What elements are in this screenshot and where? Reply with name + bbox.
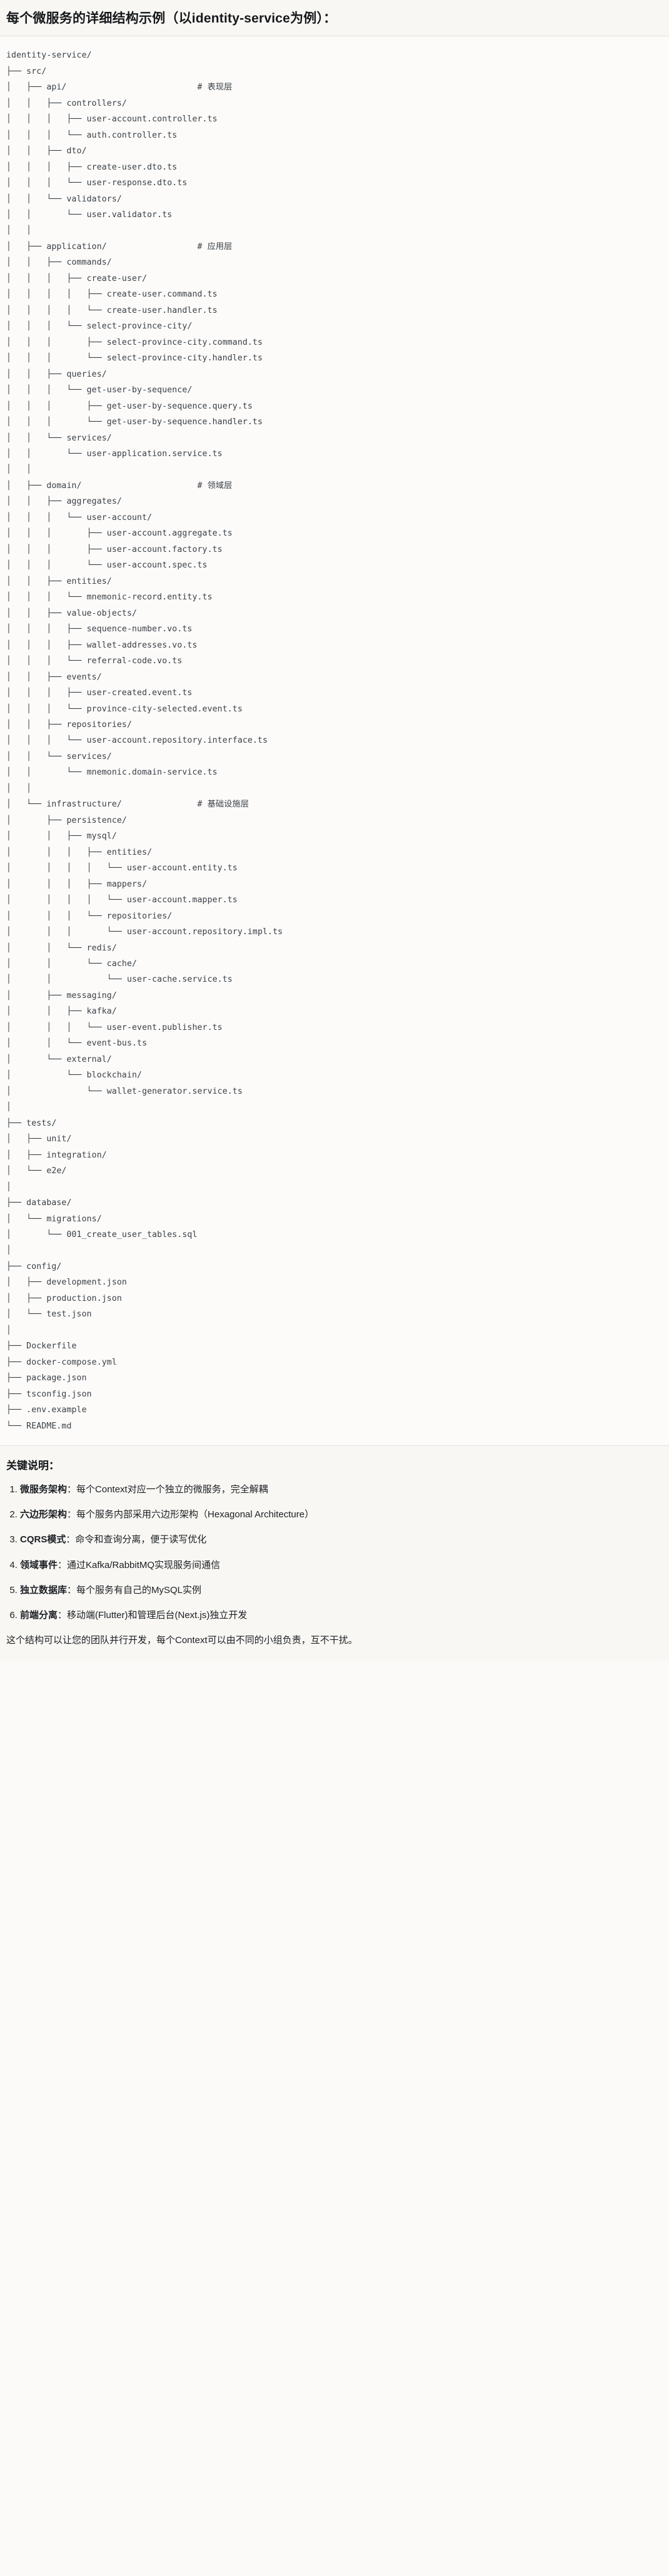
note-term: 六边形架构 [20,1509,68,1520]
list-item: 独立数据库：每个服务有自己的MySQL实例 [20,1583,663,1597]
key-notes-heading: 关键说明： [6,1460,59,1472]
note-term: 领域事件 [20,1559,58,1571]
note-text: ：每个服务有自己的MySQL实例 [67,1584,202,1596]
list-item: 领域事件：通过Kafka/RabbitMQ实现服务间通信 [20,1558,663,1572]
title-section: 每个微服务的详细结构示例（以identity-service为例）： [0,0,669,37]
note-term: 独立数据库 [20,1584,68,1596]
closing-note: 这个结构可以让您的团队并行开发，每个Context可以由不同的小组负责，互不干扰… [6,1635,358,1646]
page-title: 每个微服务的详细结构示例（以identity-service为例）： [6,11,337,26]
note-text: ：命令和查询分离，便于读写优化 [66,1534,207,1545]
list-item: CQRS模式：命令和查询分离，便于读写优化 [20,1532,663,1547]
note-text: ：每个Context对应一个独立的微服务，完全解耦 [67,1484,268,1495]
note-text: ：移动端(Flutter)和管理后台(Next.js)独立开发 [58,1610,248,1621]
note-text: ：每个服务内部采用六边形架构（Hexagonal Architecture） [67,1509,314,1520]
list-item: 六边形架构：每个服务内部采用六边形架构（Hexagonal Architectu… [20,1507,663,1522]
list-item: 微服务架构：每个Context对应一个独立的微服务，完全解耦 [20,1482,663,1497]
note-text: ：通过Kafka/RabbitMQ实现服务间通信 [58,1559,221,1571]
list-item: 前端分离：移动端(Flutter)和管理后台(Next.js)独立开发 [20,1608,663,1622]
note-term: 前端分离 [20,1610,58,1621]
key-notes-list: 微服务架构：每个Context对应一个独立的微服务，完全解耦 六边形架构：每个服… [6,1482,663,1623]
directory-tree: identity-service/ ├── src/ │ ├── api/ # … [6,51,283,1431]
document-page: 每个微服务的详细结构示例（以identity-service为例）： ident… [0,0,669,1661]
key-notes-section: 关键说明： 微服务架构：每个Context对应一个独立的微服务，完全解耦 六边形… [0,1446,669,1661]
directory-tree-section: identity-service/ ├── src/ │ ├── api/ # … [0,36,669,1447]
note-term: 微服务架构 [20,1484,68,1495]
note-term: CQRS模式 [20,1534,66,1545]
